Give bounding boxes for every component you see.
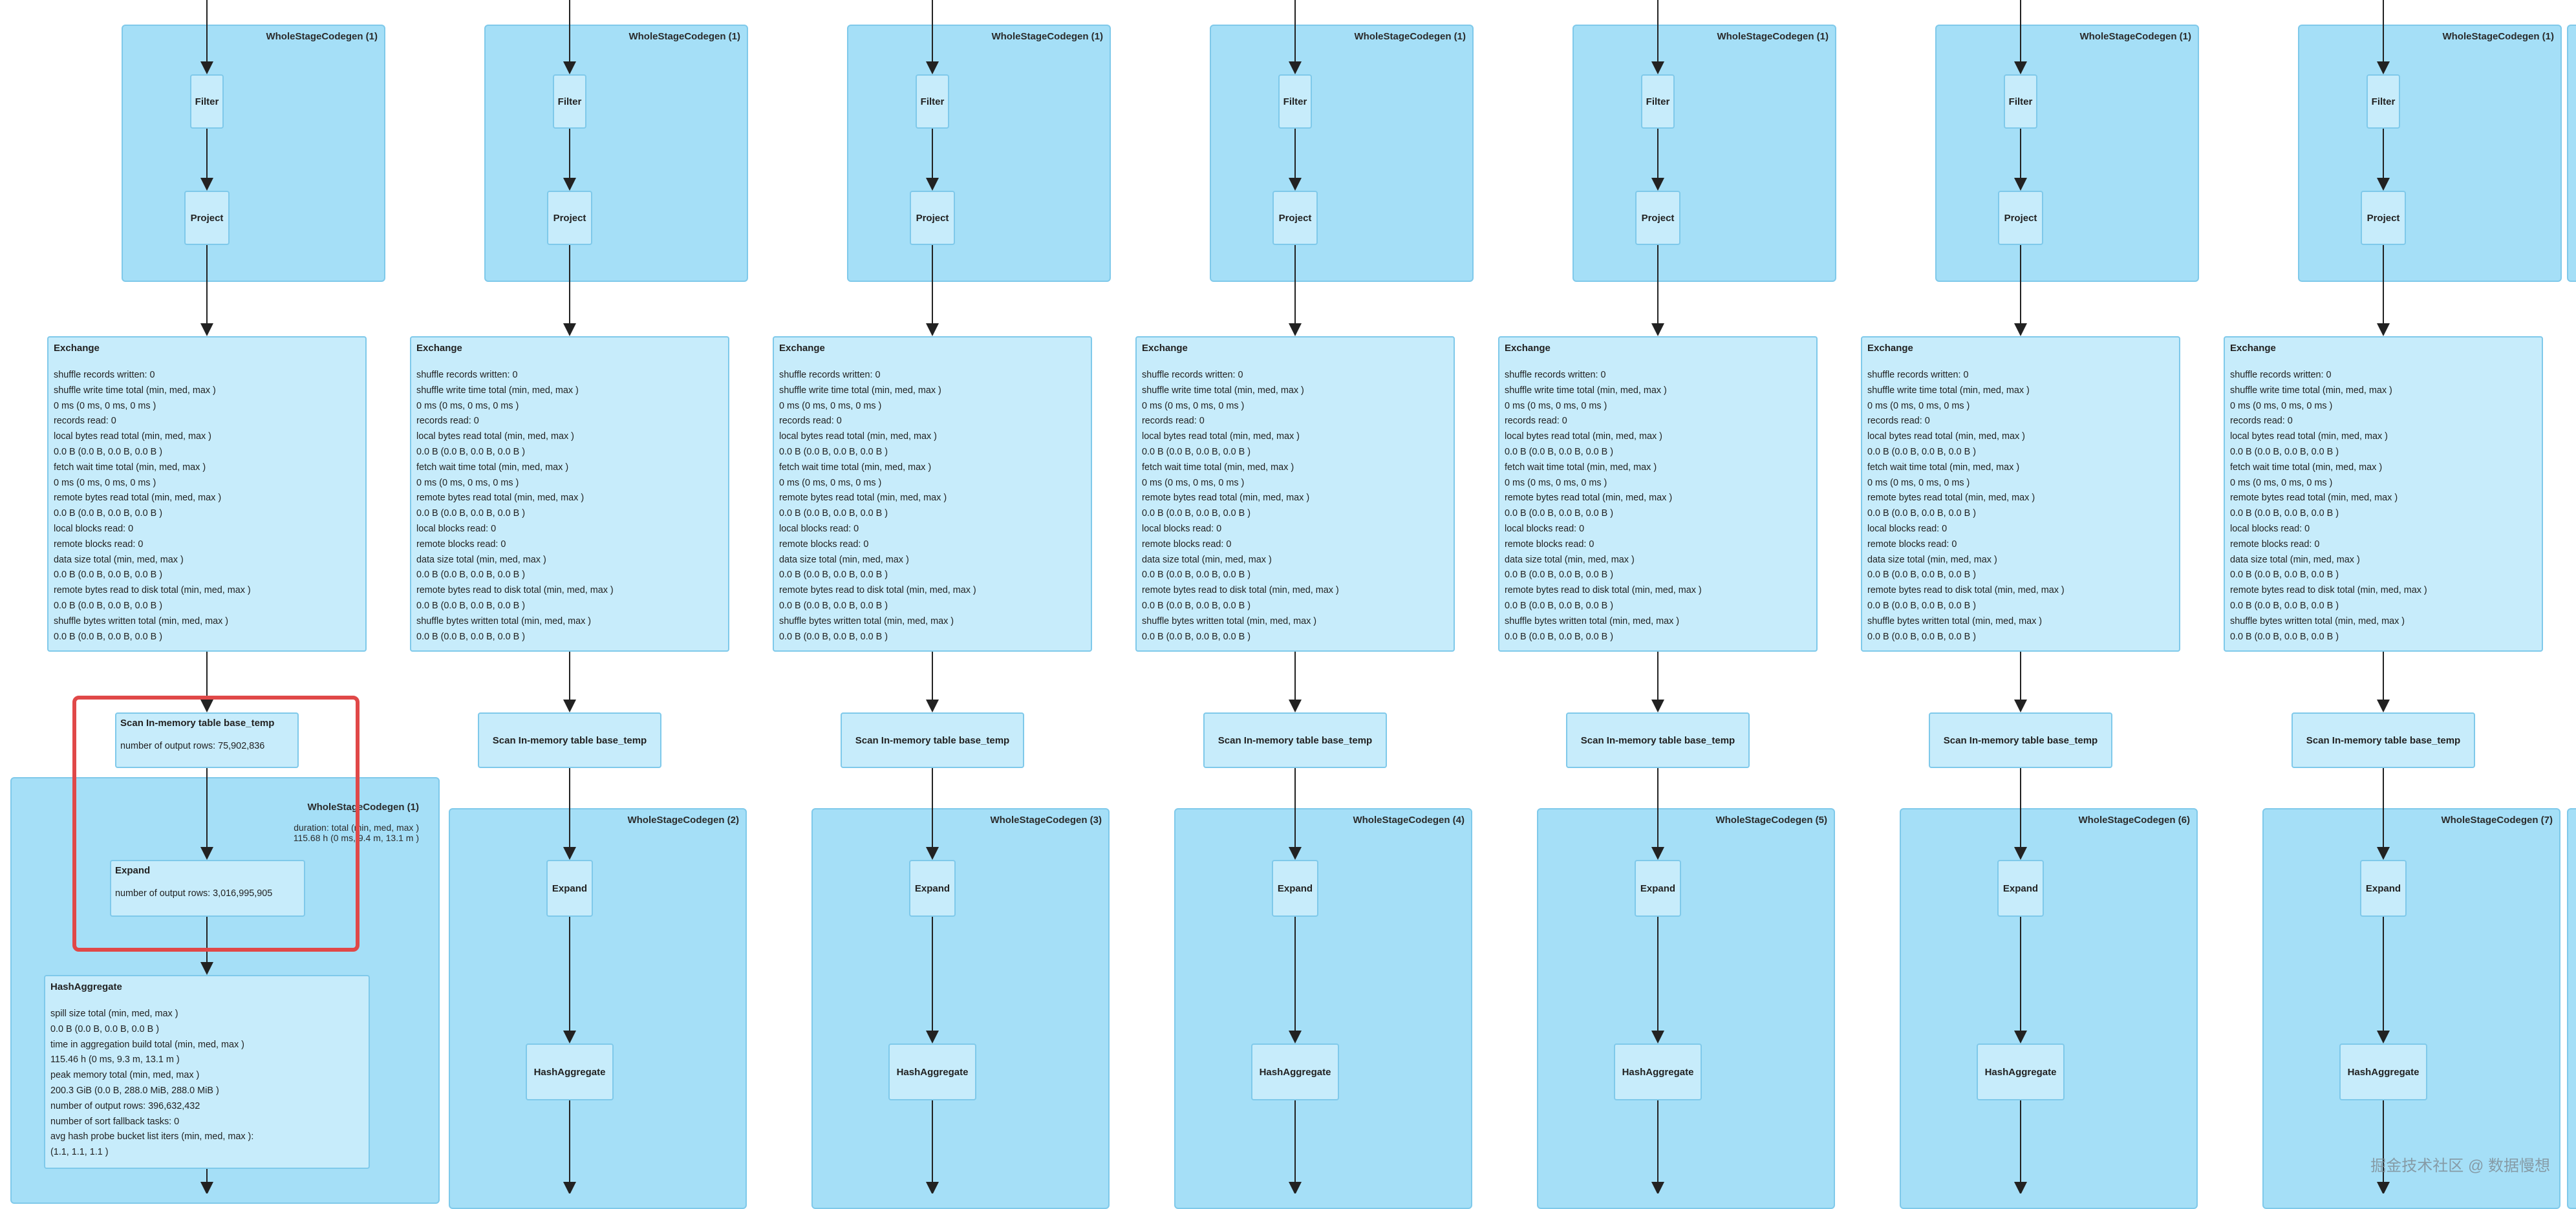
hashaggregate-node[interactable]: HashAggregate: [2339, 1043, 2427, 1100]
codegen-cluster-bottom: WholeStageCodegen (5): [1537, 808, 1835, 1209]
exchange-title: Exchange: [416, 343, 462, 354]
codegen-title: WholeStageCodegen (1): [266, 31, 378, 42]
project-node[interactable]: Project: [547, 191, 592, 245]
codegen-title: WholeStageCodegen (1): [307, 802, 419, 813]
exchange-node[interactable]: Exchange shuffle records written: 0 shuff…: [1861, 336, 2180, 652]
filter-node[interactable]: Filter: [916, 74, 949, 129]
codegen-cluster-bottom: WholeStageCodegen (3): [811, 808, 1110, 1209]
hashaggregate-node[interactable]: HashAggregate: [1977, 1043, 2065, 1100]
filter-node[interactable]: Filter: [2004, 74, 2037, 129]
exchange-metrics: shuffle records written: 0 shuffle write…: [2230, 370, 2427, 642]
project-node[interactable]: Project: [1998, 191, 2043, 245]
filter-node[interactable]: Filter: [1641, 74, 1675, 129]
scan-node[interactable]: Scan In-memory table base_temp: [841, 712, 1024, 768]
exchange-title: Exchange: [54, 343, 100, 354]
exchange-title: Exchange: [1142, 343, 1188, 354]
scan-node[interactable]: Scan In-memory table base_temp: [2292, 712, 2475, 768]
codegen-title: WholeStageCodegen (4): [1353, 815, 1465, 826]
expand-title: Expand: [115, 865, 151, 876]
expand-node[interactable]: Expand: [2360, 860, 2407, 917]
codegen-title: WholeStageCodegen (2): [627, 815, 739, 826]
filter-node[interactable]: Filter: [2367, 74, 2400, 129]
scan-node[interactable]: Scan In-memory table base_temp: [478, 712, 661, 768]
codegen-cluster-partial: [2567, 808, 2576, 1209]
exchange-node[interactable]: Exchange shuffle records written: 0 shuff…: [773, 336, 1092, 652]
exchange-title: Exchange: [1505, 343, 1551, 354]
exchange-node[interactable]: Exchange shuffle records written: 0 shuff…: [1135, 336, 1455, 652]
hashaggregate-node[interactable]: HashAggregate: [1614, 1043, 1702, 1100]
hashaggregate-node[interactable]: HashAggregate: [1251, 1043, 1339, 1100]
hashaggregate-node[interactable]: HashAggregate: [526, 1043, 614, 1100]
hashaggregate-node[interactable]: HashAggregate: [888, 1043, 976, 1100]
project-node[interactable]: Project: [1635, 191, 1680, 245]
scan-metric: number of output rows: 75,902,836: [120, 741, 265, 751]
codegen-cluster-top: WholeStageCodegen (1): [2298, 25, 2562, 282]
project-node[interactable]: Project: [1272, 191, 1318, 245]
exchange-node[interactable]: Exchange shuffle records written: 0 shuff…: [2224, 336, 2543, 652]
expand-node[interactable]: Expand: [1997, 860, 2044, 917]
exchange-metrics: shuffle records written: 0 shuffle write…: [54, 370, 251, 642]
exchange-title: Exchange: [1867, 343, 1913, 354]
scan-node[interactable]: Scan In-memory table base_temp: [1203, 712, 1387, 768]
expand-node[interactable]: Expand: [909, 860, 956, 917]
expand-node[interactable]: Expand number of output rows: 3,016,995,9…: [110, 860, 305, 917]
watermark: 掘金技术社区 @ 数据慢想: [2370, 1157, 2550, 1175]
codegen-title: WholeStageCodegen (1): [1717, 31, 1829, 42]
scan-node[interactable]: Scan In-memory table base_temp: [1929, 712, 2112, 768]
exchange-node[interactable]: Exchange shuffle records written: 0 shuff…: [47, 336, 367, 652]
exchange-node[interactable]: Exchange shuffle records written: 0 shuff…: [1498, 336, 1818, 652]
exchange-title: Exchange: [2230, 343, 2276, 354]
codegen-title: WholeStageCodegen (1): [2079, 31, 2191, 42]
exchange-metrics: shuffle records written: 0 shuffle write…: [1505, 370, 1702, 642]
codegen-title: WholeStageCodegen (1): [991, 31, 1103, 42]
codegen-cluster-top: WholeStageCodegen (1): [122, 25, 385, 282]
exchange-title: Exchange: [779, 343, 825, 354]
codegen-title: WholeStageCodegen (1): [1354, 31, 1466, 42]
codegen-cluster-top: WholeStageCodegen (1): [1572, 25, 1836, 282]
codegen-title: WholeStageCodegen (7): [2441, 815, 2553, 826]
exchange-metrics: shuffle records written: 0 shuffle write…: [416, 370, 614, 642]
hashaggregate-title: HashAggregate: [50, 981, 122, 992]
codegen-cluster-top: WholeStageCodegen (1): [1935, 25, 2199, 282]
codegen-cluster-bottom: WholeStageCodegen (4): [1174, 808, 1472, 1209]
codegen-duration: duration: total (min, med, max ) 115.68 …: [293, 822, 419, 843]
project-node[interactable]: Project: [184, 191, 230, 245]
codegen-cluster-bottom: WholeStageCodegen (2): [449, 808, 747, 1209]
scan-node[interactable]: Scan In-memory table base_temp: [1566, 712, 1750, 768]
codegen-title: WholeStageCodegen (1): [2442, 31, 2554, 42]
highlight-box: [72, 696, 360, 952]
filter-node[interactable]: Filter: [1278, 74, 1312, 129]
codegen-cluster-top: WholeStageCodegen (1): [1210, 25, 1474, 282]
codegen-title: WholeStageCodegen (1): [628, 31, 740, 42]
filter-node[interactable]: Filter: [553, 74, 586, 129]
exchange-metrics: shuffle records written: 0 shuffle write…: [1142, 370, 1339, 642]
codegen-cluster-partial: [2567, 25, 2576, 282]
expand-node[interactable]: Expand: [1272, 860, 1318, 917]
project-node[interactable]: Project: [910, 191, 955, 245]
codegen-title: WholeStageCodegen (5): [1715, 815, 1827, 826]
codegen-cluster-bottom: WholeStageCodegen (6): [1900, 808, 2198, 1209]
expand-metric: number of output rows: 3,016,995,905: [115, 888, 273, 899]
filter-node[interactable]: Filter: [190, 74, 224, 129]
codegen-cluster-top: WholeStageCodegen (1): [484, 25, 748, 282]
exchange-metrics: shuffle records written: 0 shuffle write…: [1867, 370, 2065, 642]
exchange-metrics: shuffle records written: 0 shuffle write…: [779, 370, 976, 642]
project-node[interactable]: Project: [2361, 191, 2406, 245]
codegen-cluster-top: WholeStageCodegen (1): [847, 25, 1111, 282]
hashaggregate-node[interactable]: HashAggregate spill size total (min, med,…: [44, 975, 370, 1169]
codegen-title: WholeStageCodegen (3): [990, 815, 1102, 826]
hashaggregate-metrics: spill size total (min, med, max ) 0.0 B …: [50, 1009, 254, 1158]
expand-node[interactable]: Expand: [546, 860, 593, 917]
exchange-node[interactable]: Exchange shuffle records written: 0 shuff…: [410, 336, 729, 652]
scan-title: Scan In-memory table base_temp: [120, 718, 275, 729]
expand-node[interactable]: Expand: [1635, 860, 1681, 917]
codegen-cluster-bottom: WholeStageCodegen (7): [2262, 808, 2560, 1209]
codegen-title: WholeStageCodegen (6): [2078, 815, 2190, 826]
